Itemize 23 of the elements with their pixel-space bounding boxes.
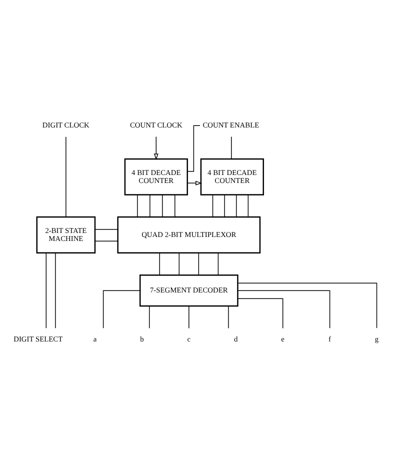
connector xyxy=(102,290,140,328)
connector xyxy=(174,194,175,217)
connector xyxy=(94,240,118,242)
arrow xyxy=(153,136,158,160)
connector xyxy=(188,305,189,328)
connector xyxy=(217,252,218,275)
connector xyxy=(236,298,283,328)
connector xyxy=(158,252,160,275)
connector xyxy=(178,252,179,275)
connector xyxy=(230,136,232,159)
connector xyxy=(45,252,46,328)
connector xyxy=(136,194,138,217)
connector xyxy=(247,194,248,217)
connector xyxy=(148,305,150,328)
connector xyxy=(236,290,330,328)
connector xyxy=(198,252,199,275)
connector xyxy=(212,194,213,217)
connector xyxy=(65,136,66,217)
connector xyxy=(94,228,118,230)
connector xyxy=(54,252,56,328)
connector xyxy=(236,282,377,328)
connector xyxy=(149,194,150,217)
arrow xyxy=(186,180,202,185)
